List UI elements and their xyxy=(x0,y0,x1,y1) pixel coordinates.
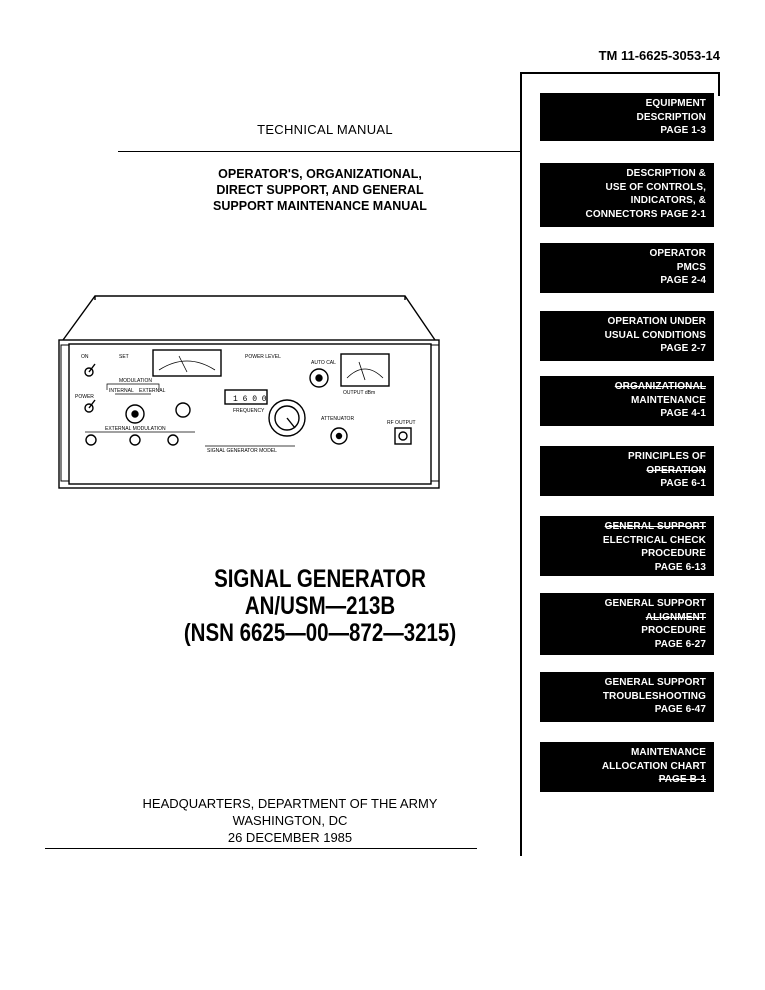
tab-line: PAGE 6-1 xyxy=(660,478,706,489)
tab-line: CONNECTORS PAGE 2-1 xyxy=(585,208,706,220)
tab-line: EQUIPMENT xyxy=(645,98,706,109)
tab-line: USUAL CONDITIONS xyxy=(604,329,706,341)
label-model: SIGNAL GENERATOR MODEL xyxy=(207,448,277,454)
tab-line: OPERATOR xyxy=(649,248,706,259)
label-frequency: FREQUENCY xyxy=(233,408,265,414)
publisher-line-2: WASHINGTON, DC xyxy=(232,813,348,828)
tab-line: PROCEDURE xyxy=(641,625,706,636)
tab-line: PAGE 6-27 xyxy=(654,638,706,650)
document-type: TECHNICAL MANUAL xyxy=(257,122,393,137)
tab-organizational-maintenance[interactable]: ORGANIZATIONAL MAINTENANCE PAGE 4-1 xyxy=(540,376,714,426)
label-power: POWER xyxy=(75,394,94,400)
tm-number: TM 11-6625-3053-14 xyxy=(598,48,720,63)
tab-line: PAGE B-1 xyxy=(658,774,706,785)
frequency-readout: 1 6 0 0 xyxy=(233,395,267,404)
title-line-2: AN/USM—213B xyxy=(244,592,396,620)
tab-line: ALLOCATION CHART xyxy=(601,760,706,772)
label-attenuator: ATTENUATOR xyxy=(321,416,354,422)
tab-line: DESCRIPTION xyxy=(636,111,706,123)
label-set: SET xyxy=(119,354,129,360)
label-modulation: MODULATION xyxy=(119,378,152,384)
tab-equipment-description[interactable]: EQUIPMENT DESCRIPTION PAGE 1-3 xyxy=(540,93,714,141)
tab-line: USE OF CONTROLS, xyxy=(605,181,706,193)
tab-index-frame xyxy=(520,72,720,856)
tab-line: MAINTENANCE xyxy=(631,394,706,406)
tab-line: PAGE 1-3 xyxy=(660,125,706,136)
tab-line: GENERAL SUPPORT xyxy=(604,598,706,609)
tab-line: PAGE 6-47 xyxy=(654,704,706,715)
label-ext-mod: EXTERNAL MODULATION xyxy=(105,426,166,432)
publisher-line-1: HEADQUARTERS, DEPARTMENT OF THE ARMY xyxy=(142,796,438,811)
equipment-title: SIGNAL GENERATOR AN/USM—213B (NSN 6625—0… xyxy=(181,566,460,647)
tab-line: PAGE 2-4 xyxy=(660,275,706,286)
tab-line: PMCS xyxy=(676,261,706,273)
title-line-1: SIGNAL GENERATOR xyxy=(214,565,426,593)
tab-operator-pmcs[interactable]: OPERATOR PMCS PAGE 2-4 xyxy=(540,243,714,293)
tab-operation-usual-conditions[interactable]: OPERATION UNDER USUAL CONDITIONS PAGE 2-… xyxy=(540,311,714,361)
tab-line: DESCRIPTION & xyxy=(626,168,706,179)
tab-alignment-procedure[interactable]: GENERAL SUPPORT ALIGNMENT PROCEDURE PAGE… xyxy=(540,593,714,655)
tab-controls-indicators[interactable]: DESCRIPTION & USE OF CONTROLS, INDICATOR… xyxy=(540,163,714,227)
label-internal: INTERNAL xyxy=(109,388,134,394)
label-external: EXTERNAL xyxy=(139,388,166,394)
signal-generator-illustration: ON SET POWER LEVEL AUTO CAL POWER MODULA… xyxy=(58,295,440,489)
tab-principles-operation[interactable]: PRINCIPLES OF OPERATION PAGE 6-1 xyxy=(540,446,714,496)
publication-date: 26 DECEMBER 1985 xyxy=(227,830,353,845)
label-power-level: POWER LEVEL xyxy=(245,354,281,360)
tab-line: PAGE 4-1 xyxy=(660,408,706,419)
tab-line: OPERATION UNDER xyxy=(607,316,706,327)
tab-line: GENERAL SUPPORT xyxy=(604,521,706,532)
title-line-3: (NSN 6625—00—872—3215) xyxy=(183,619,457,647)
manual-subtitle: OPERATOR'S, ORGANIZATIONAL, DIRECT SUPPO… xyxy=(175,166,465,214)
label-auto-cal: AUTO CAL xyxy=(311,360,336,366)
bottom-rule xyxy=(45,848,477,849)
tab-troubleshooting[interactable]: GENERAL SUPPORT TROUBLESHOOTING PAGE 6-4… xyxy=(540,672,714,722)
tab-line: ELECTRICAL CHECK xyxy=(602,534,706,546)
tab-line: OPERATION xyxy=(646,464,706,476)
tab-line: PRINCIPLES OF xyxy=(628,451,706,462)
tab-line: TROUBLESHOOTING xyxy=(602,690,706,702)
subtitle-line: DIRECT SUPPORT, AND GENERAL xyxy=(216,183,424,197)
subtitle-line: OPERATOR'S, ORGANIZATIONAL, xyxy=(218,167,422,181)
tab-line: PAGE 6-13 xyxy=(654,561,706,573)
tab-electrical-check[interactable]: GENERAL SUPPORT ELECTRICAL CHECK PROCEDU… xyxy=(540,516,714,576)
publisher-block: HEADQUARTERS, DEPARTMENT OF THE ARMY WAS… xyxy=(110,795,470,846)
label-rf-output: RF OUTPUT xyxy=(387,420,416,426)
tab-line: GENERAL SUPPORT xyxy=(604,677,706,688)
tab-line: MAINTENANCE xyxy=(631,747,706,758)
tab-line: ALIGNMENT xyxy=(645,611,706,623)
tab-line: PROCEDURE xyxy=(641,548,706,559)
tab-line: ORGANIZATIONAL xyxy=(614,381,706,392)
tab-maintenance-allocation[interactable]: MAINTENANCE ALLOCATION CHART PAGE B-1 xyxy=(540,742,714,792)
top-rule xyxy=(118,151,522,152)
label-on: ON xyxy=(81,354,89,360)
tab-line: INDICATORS, & xyxy=(630,195,706,206)
label-output: OUTPUT dBm xyxy=(343,390,375,396)
tab-line: PAGE 2-7 xyxy=(660,343,706,354)
subtitle-line: SUPPORT MAINTENANCE MANUAL xyxy=(213,199,427,213)
